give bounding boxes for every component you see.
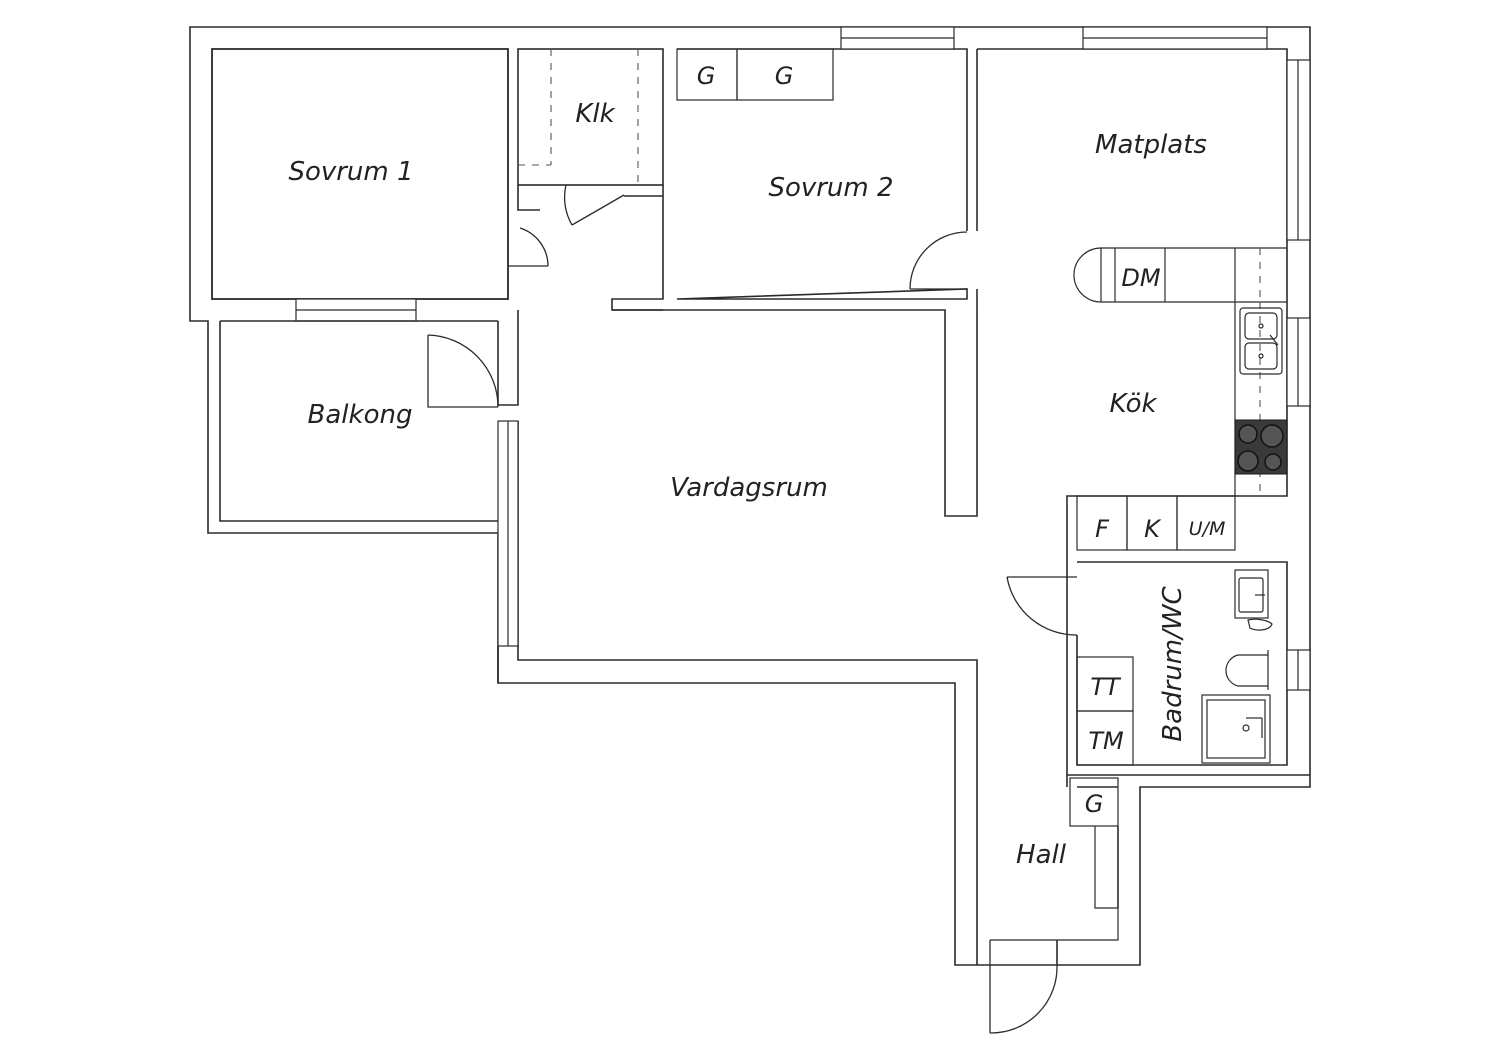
room-label-sovrum-2: Sovrum 2: [768, 173, 893, 203]
room-label-vardagsrum: Vardagsrum: [670, 473, 828, 503]
kitchen-hob: [1234, 419, 1288, 475]
room-sovrum-2: [676, 26, 968, 300]
fixture-label-g-1: G: [697, 62, 716, 90]
room-label-hall: Hall: [1016, 840, 1067, 870]
door-balkong: [427, 334, 499, 408]
fixture-label-tt: TT: [1090, 673, 1122, 701]
wardrobe: [736, 48, 834, 101]
room-label-klk: Klk: [575, 99, 615, 129]
cabinet-tm: [1076, 710, 1134, 766]
room-kitchen: [976, 26, 1311, 560]
room-klk: [517, 48, 664, 311]
door-klk: [563, 184, 625, 226]
cabinet-um: [1176, 495, 1236, 551]
room-label-badrum: Badrum/WC: [1158, 585, 1188, 741]
room-label-balkong: Balkong: [308, 400, 413, 430]
shower: [1201, 694, 1271, 764]
fixture-label-k: K: [1144, 515, 1162, 543]
fixture-label-f: F: [1095, 515, 1110, 543]
fixture-label-um: U/M: [1189, 518, 1226, 540]
door-sovrum-1: [508, 227, 549, 267]
room-balkong: [219, 320, 499, 522]
toilet: [1225, 650, 1269, 690]
room-label-sovrum-1: Sovrum 1: [288, 157, 413, 187]
fixture-label-dm: DM: [1121, 264, 1160, 292]
labels: Sovrum 1 Klk Sovrum 2 Matplats Balkong V…: [288, 62, 1225, 870]
bathroom-sink: [1234, 569, 1273, 631]
room-sovrum-1: [211, 48, 549, 322]
door-badrum: [1006, 576, 1078, 636]
fixture-label-g-2: G: [775, 62, 794, 90]
door-entrance: [989, 940, 1058, 1034]
fixture-label-tm: TM: [1088, 727, 1124, 755]
room-label-kok: Kök: [1109, 389, 1157, 419]
counter-peninsula: [1073, 247, 1287, 303]
fixture-label-g-hall: G: [1085, 790, 1104, 818]
kitchen-sink: [1239, 307, 1283, 375]
door-sovrum-2: [909, 231, 968, 290]
room-label-matplats: Matplats: [1095, 130, 1207, 160]
room-vardagsrum: [497, 309, 978, 965]
wardrobe-hall: [1069, 777, 1119, 827]
room-hall: [989, 775, 1119, 1034]
